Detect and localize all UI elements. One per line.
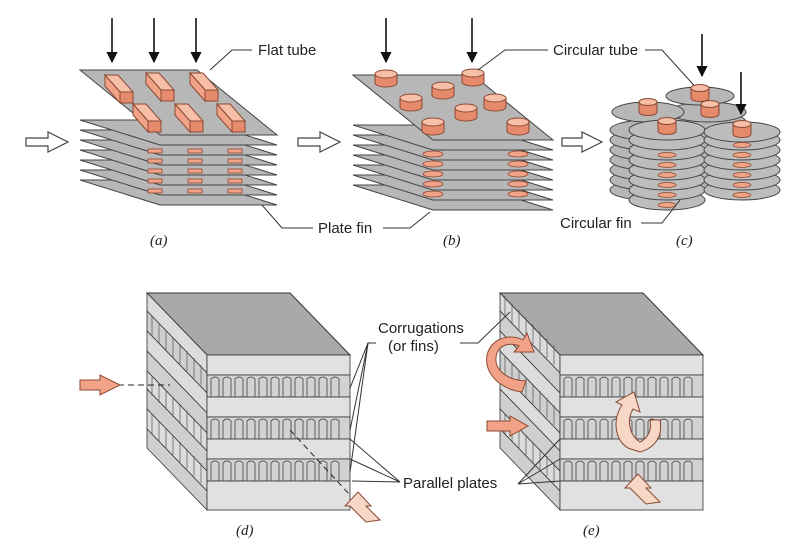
plate-fin-leader-right <box>383 211 431 229</box>
side-corrugations-d <box>151 316 202 483</box>
plates-leader-l2 <box>349 458 401 483</box>
side-corrugations-e <box>504 296 555 483</box>
flow-path-dashed-2-d <box>289 429 351 496</box>
panel-a-flat-tube-plate-fin: Flat tube (a) <box>25 18 316 249</box>
plates-leader-r1 <box>517 438 561 485</box>
air-flow-arrow-c <box>561 131 604 153</box>
caption-d: (d) <box>236 523 254 539</box>
front-corrugations-d <box>210 376 340 481</box>
curved-flow-arrow-right-e <box>614 391 662 453</box>
air-flow-arrow-b <box>297 131 342 153</box>
panel-d-plate-fin-cross-flow: (d) <box>79 292 382 539</box>
panel-b-circular-tube-plate-fin: (b) <box>297 18 555 249</box>
circular-fin-tube-ends <box>657 142 752 208</box>
plates-leader-r3 <box>517 480 561 485</box>
plate-fin-label: Plate fin <box>318 220 372 237</box>
circular-tube-ends-b <box>422 150 529 198</box>
parallel-plates-label: Parallel plates <box>403 475 497 492</box>
circular-tubes-b <box>374 68 530 136</box>
inlet-arrow-bottom-d <box>343 491 382 523</box>
flow-arrows-down-b <box>380 18 478 64</box>
air-flow-arrow-a <box>25 131 70 153</box>
plates-leader-l3 <box>351 480 401 483</box>
flat-tubes-a <box>103 71 247 134</box>
circular-fin-tubes <box>638 84 752 138</box>
inlet-arrow-side-e <box>486 415 530 437</box>
parallel-plates-callout: Parallel plates <box>349 438 561 492</box>
flow-arrows-down-a <box>106 18 202 64</box>
inlet-arrow-bottom-e <box>623 473 662 505</box>
corrugations-callout: Corrugations (or fins) <box>349 311 511 473</box>
flow-arrows-down-c <box>696 34 747 116</box>
flat-tube-ends-a <box>147 148 243 194</box>
plate-fin-leader <box>261 204 313 229</box>
circular-tube-leader-right <box>645 49 701 93</box>
front-corrugations-e <box>563 376 693 481</box>
caption-a: (a) <box>150 233 168 249</box>
curved-flow-arrow-left-e <box>486 331 535 393</box>
circular-tube-label: Circular tube <box>553 42 638 59</box>
circular-tube-leader <box>477 49 548 71</box>
corrugations-label: Corrugations <box>378 320 464 337</box>
circular-fin-label: Circular fin <box>560 215 632 232</box>
panel-e-plate-fin-counter-flow: (e) <box>486 292 705 539</box>
caption-c: (c) <box>676 233 693 249</box>
corrugations-leader-left-3 <box>349 342 369 473</box>
plate-stack-b <box>351 74 555 211</box>
circular-fin-leader <box>641 199 681 224</box>
flat-tube-leader <box>209 49 252 71</box>
caption-b: (b) <box>443 233 461 249</box>
inlet-arrow-left-d <box>79 374 122 396</box>
flat-tube-label: Flat tube <box>258 42 316 59</box>
plates-leader-l1 <box>349 438 401 483</box>
caption-e: (e) <box>583 523 600 539</box>
circular-fin-stack-front <box>628 119 781 211</box>
corrugations-label-2: (or fins) <box>388 338 439 355</box>
corrugations-leader-right <box>460 311 511 344</box>
corrugations-leader-left-2 <box>349 342 369 431</box>
panel-c-circular-fin: Circular fin (c) <box>560 34 781 249</box>
plates-leader-r2 <box>517 458 561 485</box>
